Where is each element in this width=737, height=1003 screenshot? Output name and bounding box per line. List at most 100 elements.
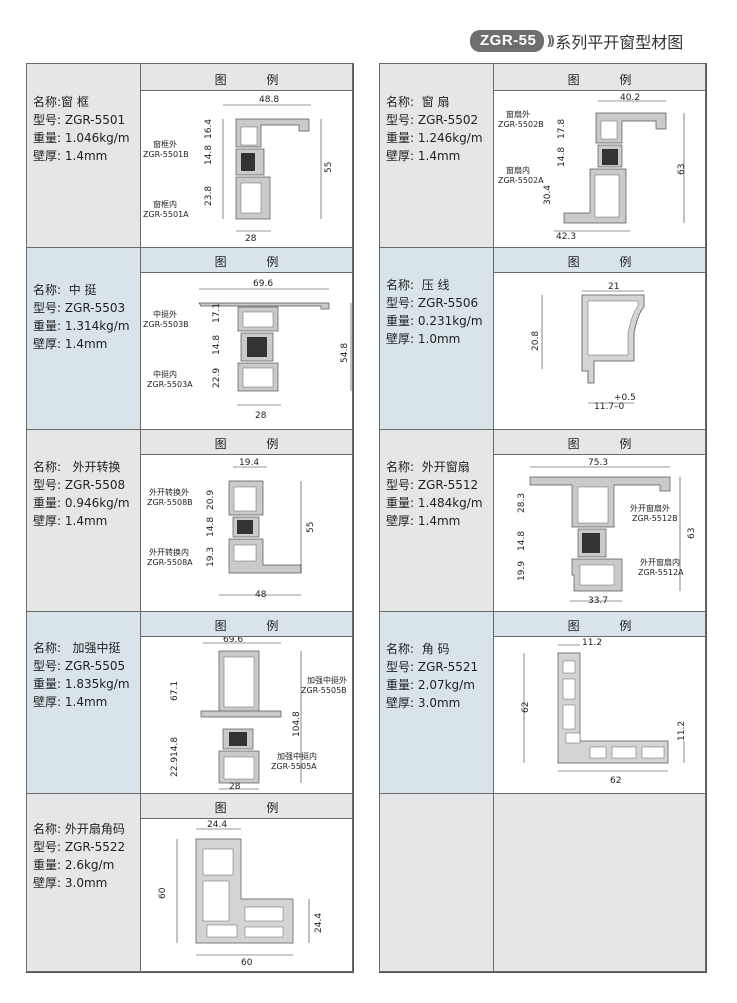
dim-label: 14.8: [517, 531, 527, 551]
profile-drawing-5505: 69.6 67.1 14.8 22.9 104.8 28 加强中挺外 ZGR-5…: [170, 637, 347, 792]
name-key: 名称:: [33, 95, 62, 109]
dim-label: 33.7: [588, 596, 608, 606]
dim-label: 24.4: [207, 820, 227, 830]
part-label: 外开转换外: [149, 487, 189, 497]
diagram-heading: 图 例: [214, 437, 297, 451]
dim-label: 23.8: [204, 186, 214, 206]
dim-label: 28: [255, 411, 267, 421]
model-key: 型号:: [33, 840, 62, 854]
profile-weight: 1.835kg/m: [64, 677, 130, 691]
part-label: 外开转换内: [149, 547, 189, 557]
profile-model: ZGR-5503: [64, 301, 126, 315]
profile-model: ZGR-5506: [417, 296, 479, 310]
profile-name: 外开扇角码: [64, 822, 125, 836]
spec-block-5506: 名称: 压 线 型号: ZGR-5506 重量: 0.231kg/m 壁厚: 1…: [386, 276, 483, 348]
dim-label: 48: [255, 590, 267, 600]
part-label: 中挺内: [153, 369, 177, 379]
profile-weight: 0.231kg/m: [417, 314, 483, 328]
profile-thickness: 1.4mm: [417, 514, 461, 528]
part-label: ZGR-5505A: [271, 762, 317, 771]
profile-weight: 1.046kg/m: [64, 131, 130, 145]
profile-thickness: 3.0mm: [417, 696, 461, 710]
diagram-area-r4: [494, 637, 705, 793]
dim-label: 40.2: [620, 93, 640, 103]
spec-block-5522: 名称: 外开扇角码 型号: ZGR-5522 重量: 2.6kg/m 壁厚: 3…: [33, 820, 125, 892]
weight-key: 重量:: [386, 678, 415, 692]
profile-drawing-5508: 19.4 20.9 14.8 19.3 55 48 外开转换外 ZGR-5508…: [147, 458, 316, 600]
spec-block-5521: 名称: 角 码 型号: ZGR-5521 重量: 2.07kg/m 壁厚: 3.…: [386, 640, 478, 712]
weight-key: 重量:: [386, 131, 415, 145]
part-label: ZGR-5508B: [147, 498, 193, 507]
dim-label: 17.8: [557, 119, 567, 139]
part-label: ZGR-5508A: [147, 558, 193, 567]
profile-name: 外开窗扇: [421, 460, 470, 474]
dim-label: 63: [687, 528, 697, 539]
dim-label: 55: [306, 522, 316, 533]
weight-key: 重量:: [33, 858, 62, 872]
model-key: 型号:: [33, 113, 62, 127]
profile-name: 角 码: [421, 642, 450, 656]
thickness-key: 壁厚:: [386, 332, 415, 346]
name-key: 名称:: [386, 642, 415, 656]
dim-label: 60: [158, 887, 168, 899]
profile-model: ZGR-5502: [417, 113, 479, 127]
dim-label: 54.8: [340, 343, 350, 363]
dim-label: 62: [521, 702, 531, 713]
spec-block-5503: 名称: 中 挺 型号: ZGR-5503 重量: 1.314kg/m 壁厚: 1…: [33, 281, 130, 353]
dim-label: 69.6: [253, 279, 273, 289]
dim-label: 28: [245, 234, 257, 244]
model-key: 型号:: [386, 296, 415, 310]
thickness-key: 壁厚:: [33, 337, 62, 351]
diagram-heading: 图 例: [567, 437, 650, 451]
thickness-key: 壁厚:: [33, 876, 62, 890]
profile-model: ZGR-5508: [64, 478, 126, 492]
part-label: ZGR-5512A: [638, 568, 684, 577]
diagram-heading: 图 例: [214, 73, 297, 87]
dim-label: 14.8: [204, 145, 214, 165]
model-key: 型号:: [33, 301, 62, 315]
spec-block-5505: 名称: 加强中挺 型号: ZGR-5505 重量: 1.835kg/m 壁厚: …: [33, 639, 130, 711]
dim-label: 19.4: [239, 458, 259, 468]
right-row-5-bg: [380, 793, 706, 971]
dim-label: 55: [324, 162, 334, 173]
name-key: 名称:: [33, 460, 62, 474]
profile-weight: 2.6kg/m: [64, 858, 115, 872]
weight-key: 重量:: [386, 496, 415, 510]
spec-block-5508: 名称: 外开转换 型号: ZGR-5508 重量: 0.946kg/m 壁厚: …: [33, 458, 130, 530]
name-key: 名称:: [386, 460, 415, 474]
profile-weight: 1.484kg/m: [417, 496, 483, 510]
diagram-heading: 图 例: [567, 619, 650, 633]
model-key: 型号:: [33, 659, 62, 673]
diagram-heading: 图 例: [214, 255, 297, 269]
dim-label: 30.4: [543, 185, 553, 205]
diagram-heading: 图 例: [214, 619, 297, 633]
dim-label: 104.8: [292, 711, 302, 737]
profile-name: 窗 框: [61, 95, 89, 109]
profile-model: ZGR-5522: [64, 840, 126, 854]
spec-block-5501: 名称:窗 框 型号: ZGR-5501 重量: 1.046kg/m 壁厚: 1.…: [33, 93, 130, 165]
dim-label: 28: [229, 782, 241, 792]
profile-drawing-5522: 24.4 60 24.4 60: [158, 820, 324, 968]
diagram-heading: 图 例: [214, 801, 297, 815]
part-label: 窗框内: [153, 199, 177, 209]
series-badge: ZGR-55: [470, 30, 545, 52]
part-label: ZGR-5502B: [498, 120, 544, 129]
profile-model: ZGR-5521: [417, 660, 479, 674]
dim-label: 14.8: [212, 335, 222, 355]
dim-label: 60: [241, 958, 253, 968]
dim-label: 20.9: [206, 490, 216, 510]
weight-key: 重量:: [33, 319, 62, 333]
diagram-area-l5: [141, 819, 352, 971]
part-label: 加强中挺外: [307, 675, 347, 685]
profile-name: 中 挺: [68, 283, 97, 297]
chevron-icon: )): [546, 33, 555, 49]
profile-drawing-5512: 75.3 28.3 14.8 19.9 63 33.7 外开窗扇外 ZGR-55…: [517, 458, 697, 606]
dim-label: 20.8: [531, 331, 541, 351]
dim-label: 17.1: [212, 303, 222, 323]
part-label: ZGR-5503B: [143, 320, 189, 329]
part-label: ZGR-5512B: [632, 514, 678, 523]
thickness-key: 壁厚:: [33, 514, 62, 528]
spec-block-5512: 名称: 外开窗扇 型号: ZGR-5512 重量: 1.484kg/m 壁厚: …: [386, 458, 483, 530]
part-label: ZGR-5503A: [147, 380, 193, 389]
